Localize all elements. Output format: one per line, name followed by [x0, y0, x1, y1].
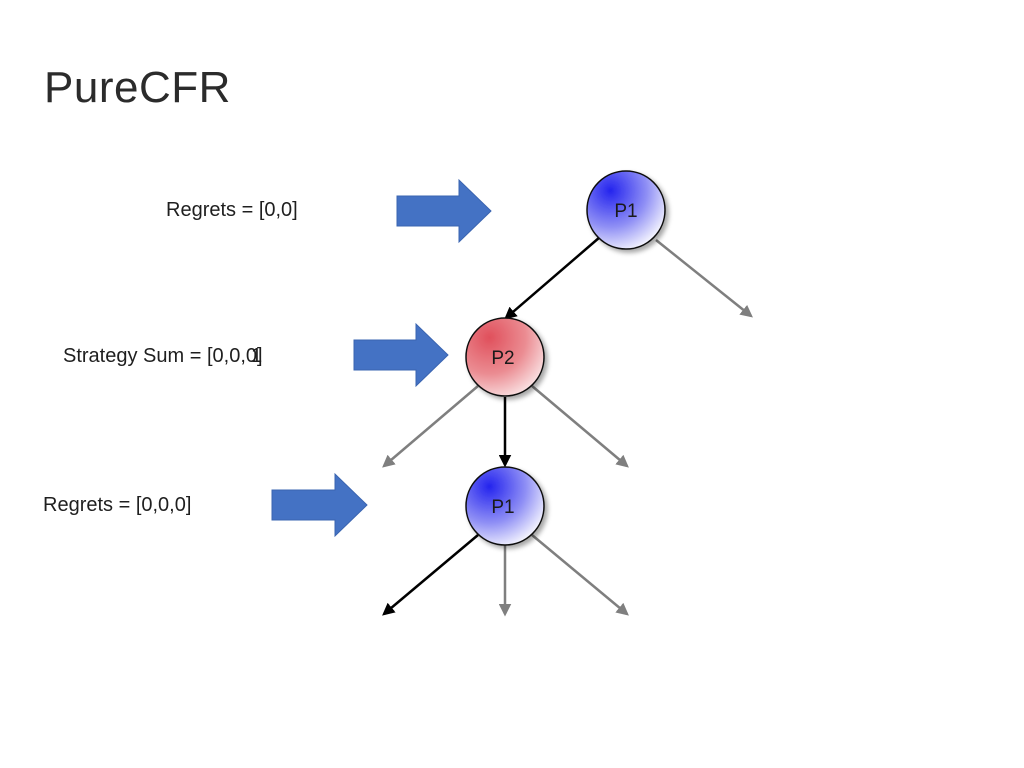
node-middle-label: P2 — [491, 348, 514, 369]
node-root-p1: P1 — [586, 170, 666, 250]
edge-p1-right — [531, 534, 629, 616]
edge-p1-left — [382, 534, 479, 616]
edge-root-right — [655, 239, 753, 318]
strategy-sum-overlap-digit: 1 — [251, 345, 263, 367]
regrets-label-bottom: Regrets = [0,0,0] — [43, 494, 192, 516]
regrets-label-top: Regrets = [0,0] — [166, 199, 298, 221]
pointer-arrow-top — [396, 178, 492, 244]
node-root-label: P1 — [614, 201, 637, 222]
strategy-sum-text: Strategy Sum = [0,0,0] — [63, 345, 263, 367]
pointer-arrow-bottom — [271, 472, 368, 538]
edge-p2-left — [382, 385, 479, 468]
pointer-arrow-middle — [353, 322, 449, 388]
edge-p2-right — [531, 385, 629, 468]
node-bottom-label: P1 — [491, 497, 514, 518]
edge-root-to-p2 — [504, 236, 601, 320]
node-bottom-p1: P1 — [465, 466, 545, 546]
page-title: PureCFR — [44, 63, 231, 112]
node-middle-p2: P2 — [465, 317, 545, 397]
strategy-sum-label: Strategy Sum = [0,0,0]1 — [63, 346, 263, 366]
